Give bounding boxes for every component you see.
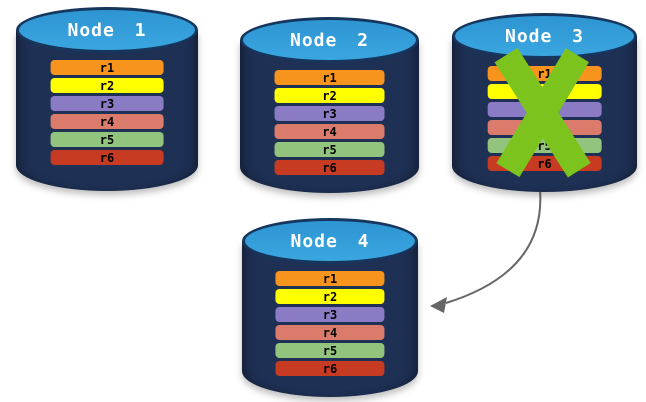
record-bar-r6: r6 xyxy=(50,150,164,165)
arrow-curve xyxy=(445,189,542,304)
record-bar-r3: r3 xyxy=(274,106,385,121)
cylinder-top: Node 3 xyxy=(452,13,637,59)
record-list: r1 r2 r3 r4 r5 r6 xyxy=(50,60,164,168)
node-4: Node 4 r1 r2 r3 r4 r5 r6 xyxy=(242,218,418,397)
record-bar-r3: r3 xyxy=(50,96,164,111)
record-bar-r1: r1 xyxy=(50,60,164,75)
node-title: Node 1 xyxy=(67,19,147,41)
node-1: Node 1 r1 r2 r3 r4 r5 r6 xyxy=(16,7,198,191)
record-bar-r2: r2 xyxy=(50,78,164,93)
node-title: Node 3 xyxy=(504,25,585,47)
record-bar-r3: r3 xyxy=(275,307,385,322)
cylinder-top: Node 4 xyxy=(242,218,418,264)
node-title: Node 2 xyxy=(289,29,370,51)
record-bar-r4: r4 xyxy=(275,325,385,340)
record-bar-r5: r5 xyxy=(274,142,385,157)
arrow-head-icon xyxy=(430,297,447,313)
record-bar-r2: r2 xyxy=(274,88,385,103)
record-bar-r5: r5 xyxy=(275,343,385,358)
record-list: r1 r2 r3 r4 r5 r6 xyxy=(275,271,385,379)
record-bar-r6: r6 xyxy=(274,160,385,175)
record-bar-r1: r1 xyxy=(275,271,385,286)
record-bar-r4: r4 xyxy=(274,124,385,139)
record-bar-r4: r4 xyxy=(50,114,164,129)
cylinder-top: Node 2 xyxy=(240,17,419,63)
record-bar-r2: r2 xyxy=(275,289,385,304)
record-bar-r1: r1 xyxy=(274,70,385,85)
record-bar-r6: r6 xyxy=(275,361,385,376)
cylinder-top: Node 1 xyxy=(16,7,198,53)
record-list: r1 r2 r3 r4 r5 r6 xyxy=(274,70,385,178)
record-bar-r5: r5 xyxy=(50,132,164,147)
node-title: Node 4 xyxy=(290,230,370,252)
failure-x-icon xyxy=(494,47,591,178)
node-2: Node 2 r1 r2 r3 r4 r5 r6 xyxy=(240,17,419,193)
